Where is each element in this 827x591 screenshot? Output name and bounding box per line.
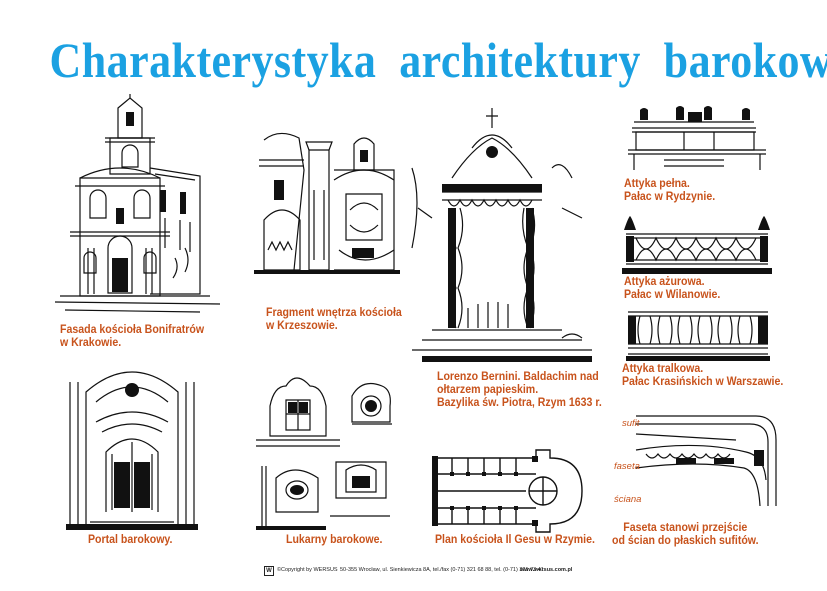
attic-openwork-drawing [622,216,772,274]
caption-dormers: Lukarny barokowe. [286,534,382,547]
caption-cove-line-2: od ścian do płaskich sufitów. [612,535,759,547]
footer-address: 50-355 Wrocław, ul. Sienkiewicza 8A, tel… [340,567,544,573]
caption-baldachin-line-2: ołtarzem papieskim. [437,384,539,396]
caption-cove-line-1: Faseta stanowi przejście [623,522,748,534]
portal-drawing [66,362,198,530]
caption-portal: Portal barokowy. [88,534,172,547]
attic-full-drawing [624,106,770,174]
caption-dormers-line-1: Lukarny barokowe. [286,534,383,546]
publisher-logo: W [264,566,274,576]
caption-baldachin-line-3: Bazylika św. Piotra, Rzym 1633 r. [437,397,602,409]
footer-copyright: ©Copyright by WERSUS [277,567,338,573]
baldachin-drawing [412,108,592,362]
caption-facade: Fasada kościoła Bonifratrów w Krakowie. [60,324,204,350]
caption-baldachin: Lorenzo Bernini. Baldachim nad ołtarzem … [437,371,602,410]
poster-title: Charakterystyka architektury barokowej [49,32,827,88]
attic-balustrade-drawing [626,308,770,361]
church-plan-drawing [432,448,586,534]
interior-fragment-drawing [254,130,400,274]
caption-plan-line-1: Plan kościoła Il Gesu w Rzymie. [435,534,595,546]
label-ceiling: sufit [622,418,640,429]
caption-interior-line-2: w Krzeszowie. [266,320,338,332]
caption-attic-openwork-line-1: Attyka ażurowa. [624,276,705,288]
caption-baldachin-line-1: Lorenzo Bernini. Baldachim nad [437,371,599,383]
label-wall: ściana [614,494,642,505]
caption-attic-openwork: Attyka ażurowa. Pałac w Wilanowie. [624,276,720,302]
caption-attic-full: Attyka pełna. Pałac w Rydzynie. [624,178,715,204]
dormers-drawing [256,366,408,530]
caption-cove: Faseta stanowi przejście od ścian do pła… [612,522,759,548]
caption-attic-balustrade: Attyka tralkowa. Pałac Krasińskich w War… [622,363,783,389]
footer-website[interactable]: www.wersus.com.pl [520,567,573,573]
footer: W ©Copyright by WERSUS 50-355 Wrocław, u… [0,563,827,577]
caption-attic-balustrade-line-1: Attyka tralkowa. [622,363,704,375]
caption-attic-balustrade-line-2: Pałac Krasińskich w Warszawie. [622,376,784,388]
caption-interior-line-1: Fragment wnętrza kościoła [266,307,402,319]
caption-interior: Fragment wnętrza kościoła w Krzeszowie. [266,307,402,333]
ceiling-cove-drawing [636,410,780,506]
caption-attic-full-line-1: Attyka pełna. [624,178,690,190]
church-facade-drawing [60,98,230,320]
caption-facade-line-2: w Krakowie. [60,337,122,349]
label-cove: faseta [614,461,640,472]
caption-attic-openwork-line-2: Pałac w Wilanowie. [624,289,721,301]
caption-attic-full-line-2: Pałac w Rydzynie. [624,191,716,203]
caption-facade-line-1: Fasada kościoła Bonifratrów [60,324,205,336]
caption-plan: Plan kościoła Il Gesu w Rzymie. [435,534,595,547]
caption-portal-line-1: Portal barokowy. [88,534,173,546]
